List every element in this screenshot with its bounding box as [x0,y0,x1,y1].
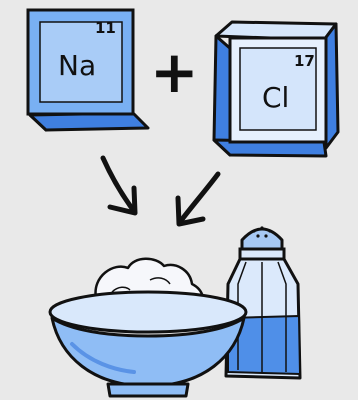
chlorine-symbol: Cl [262,81,289,114]
bowl-shading [70,342,136,374]
sodium-tile-inner [39,21,123,103]
arrow-down-right-icon [100,155,138,216]
sodium-tile-bottom [28,111,150,132]
chlorine-tile-inner [239,47,317,131]
bowl-rim [48,290,248,334]
bowl-body [50,316,246,388]
chlorine-element-tile: Cl 17 [212,20,340,158]
chlorine-atomic-number: 17 [294,52,315,70]
sodium-element-tile: Na 11 [26,8,150,132]
salt-bowl-icon [48,257,248,398]
plus-icon: + [150,38,199,106]
arrow-down-left-icon [175,171,221,227]
sodium-atomic-number: 11 [95,19,116,37]
shaker-facets [237,261,287,372]
salt-shaker-icon [224,226,302,380]
sodium-symbol: Na [58,49,96,82]
shaker-cap-holes [252,226,272,238]
bowl-foot [106,382,190,398]
shaker-cap [240,227,284,252]
